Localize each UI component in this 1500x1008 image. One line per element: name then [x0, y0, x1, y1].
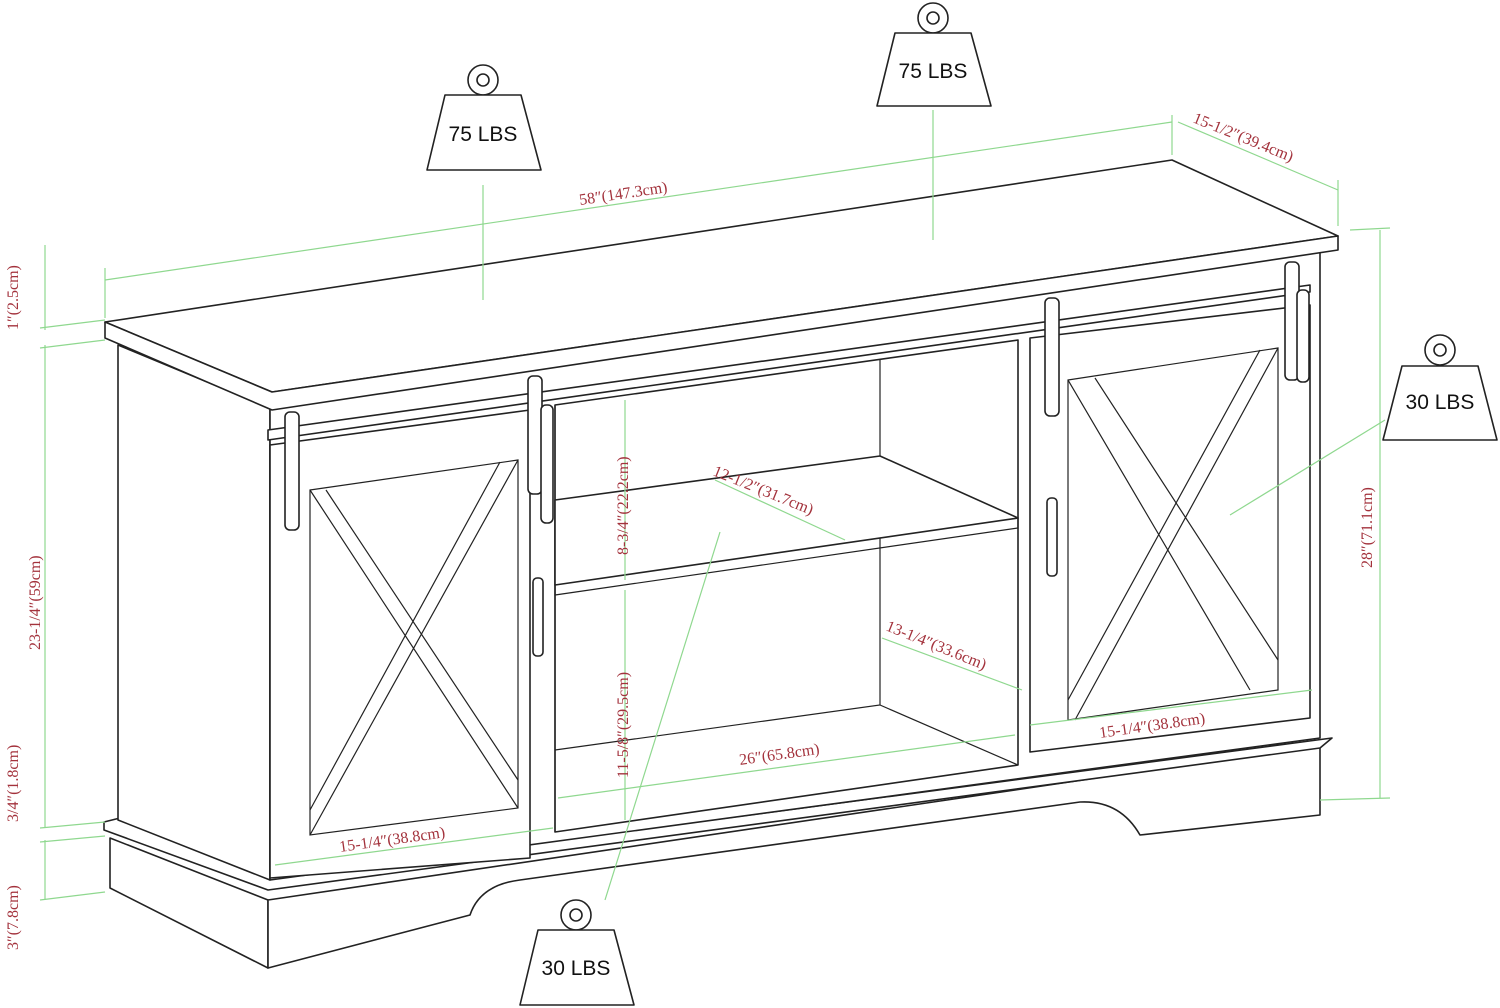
weight-icon — [876, 2, 992, 107]
top-thickness-label: 1″(2.5cm) — [5, 265, 22, 330]
total-height-label: 28″(71.1cm) — [1359, 487, 1376, 568]
upper-opening-label: 8-3/4″(22.2cm) — [615, 456, 632, 555]
left-door-handle — [532, 577, 544, 657]
weight-icon — [1382, 334, 1498, 441]
right-door-handle — [1046, 497, 1058, 577]
weight-label: 30 LBS — [542, 957, 611, 980]
left-side-panel — [117, 344, 271, 881]
weight-label: 75 LBS — [899, 60, 968, 83]
lower-opening-label: 11-5/8″(29.5cm) — [615, 672, 632, 778]
depth-label: 15-1/2″(39.4cm) — [1191, 110, 1296, 166]
weight-cabinet-right: 30 LBS — [1382, 334, 1498, 441]
width-label: 58″(147.3cm) — [578, 179, 668, 209]
body-height-label: 23-1/4″(59cm) — [27, 555, 44, 650]
weight-icon — [519, 899, 635, 1006]
door-hangers — [284, 261, 1310, 531]
base-front — [267, 744, 1321, 969]
weight-label: 30 LBS — [1406, 391, 1475, 414]
weight-top-left: 75 LBS — [426, 64, 542, 171]
weight-bottom-shelf: 30 LBS — [519, 899, 635, 1006]
weight-top-right: 75 LBS — [876, 2, 992, 107]
weight-label: 75 LBS — [449, 123, 518, 146]
tv-stand-drawing — [103, 159, 1339, 969]
weight-icon — [426, 64, 542, 171]
tabletop-edge — [104, 235, 1339, 411]
base-height-label: 3″(7.8cm) — [5, 885, 22, 950]
dimension-lines — [39, 110, 1391, 901]
bottom-trim-label: 3/4″(1.8cm) — [5, 745, 22, 822]
right-barn-door — [1029, 304, 1311, 753]
